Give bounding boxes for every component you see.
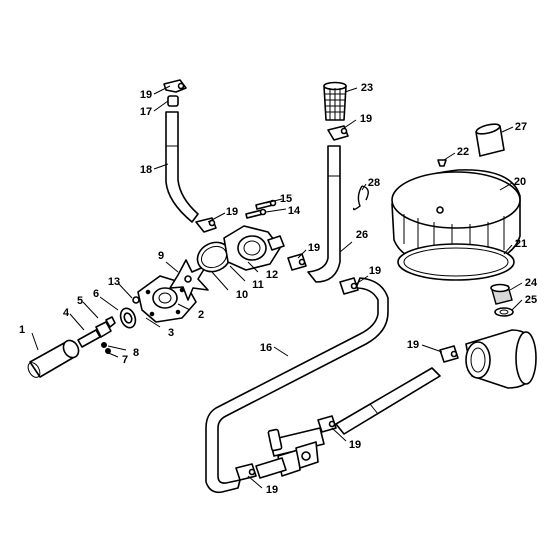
callout-6: 6 [93,288,99,300]
part-6-bearing [119,307,137,329]
callout-19-h: 19 [266,484,278,496]
callout-2: 2 [198,309,204,321]
part-21-seal [397,243,515,281]
part-24-nut [490,283,513,305]
part-19-clip-e [339,277,359,295]
callout-4: 4 [63,307,70,319]
callout-19-c: 19 [360,113,372,125]
part-9-impeller [169,259,209,301]
callout-17: 17 [140,106,152,118]
callout-26: 26 [356,229,368,241]
callout-15: 15 [280,193,292,205]
part-7-8-screws [101,342,111,354]
callout-28: 28 [368,177,380,189]
callout-19-f: 19 [407,339,419,351]
callout-16: 16 [260,342,272,354]
short-hose [335,367,441,435]
callout-labels: 1 4 5 6 13 9 2 3 8 7 10 11 12 14 15 19 1… [19,82,538,496]
callout-9: 9 [158,250,164,262]
part-12-pump-cover [223,225,285,271]
callout-7: 7 [122,354,128,366]
callout-13: 13 [108,276,120,288]
part-25-washer [494,307,514,317]
callout-8: 8 [133,347,139,359]
part-19-clip-h [235,463,257,481]
part-18-hose [165,111,199,223]
part-19-clip-f [439,345,459,363]
part-22-plug [437,159,447,167]
part-28-wire-clip [352,185,369,211]
callout-25: 25 [525,294,537,306]
callout-5: 5 [77,295,83,307]
callout-23: 23 [361,82,373,94]
part-27-cap [475,123,505,157]
part-19-clip-a [163,79,187,93]
callout-10: 10 [236,289,248,301]
part-1-cylinder [27,339,80,378]
callout-12: 12 [266,269,278,281]
part-13-ring [132,296,140,304]
callout-18: 18 [140,164,152,176]
callout-19-d: 19 [308,242,320,254]
callout-11: 11 [252,279,264,291]
part-4-shaft [77,316,116,348]
callout-27: 27 [515,121,527,133]
valve-assembly [255,427,325,479]
callout-22: 22 [457,146,469,158]
callout-14: 14 [288,205,301,217]
callout-19-e: 19 [369,265,381,277]
callout-19-b: 19 [226,206,238,218]
callout-1: 1 [19,324,25,336]
callout-19-a: 19 [140,89,152,101]
part-23-strainer [323,81,347,121]
callout-20: 20 [514,176,526,188]
callout-19-g: 19 [349,439,361,451]
callout-24: 24 [525,277,538,289]
callout-21: 21 [515,238,527,250]
tank-outlet-body [465,329,537,389]
leader-lines [31,85,523,489]
part-19-clip-c [327,125,349,141]
part-20-tank-lid [391,169,521,267]
callout-3: 3 [168,327,174,339]
part-17-plug [167,95,179,107]
part-19-clip-d [287,253,307,271]
part-14-15-screws [245,199,277,219]
part-19-clip-b [195,217,217,233]
part-26-hose [307,145,341,283]
